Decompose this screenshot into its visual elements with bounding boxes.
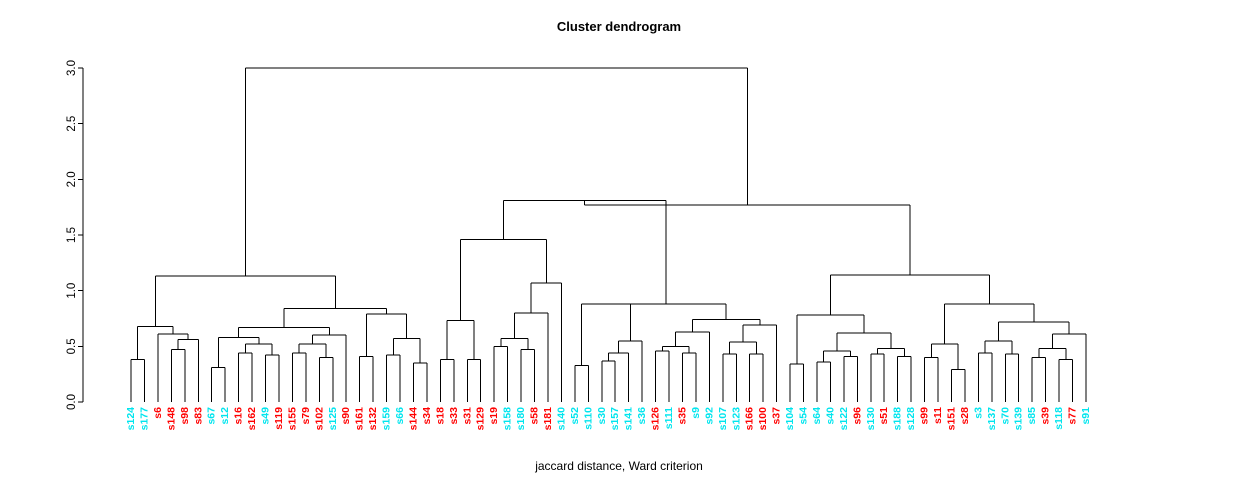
leaf-label: s12: [219, 407, 231, 425]
leaf-label: s162: [246, 407, 258, 431]
leaf-label: s83: [192, 407, 204, 425]
leaf-label: s36: [636, 407, 648, 425]
leaf-label: s34: [421, 407, 433, 425]
page-title: Cluster dendrogram: [556, 19, 682, 34]
leaf-label: s125: [327, 407, 339, 431]
leaf-label: s85: [1026, 407, 1038, 425]
leaf-label: s148: [165, 407, 177, 431]
leaf-label: s130: [865, 407, 877, 431]
leaf-label: s100: [757, 407, 769, 431]
leaf-label: s111: [663, 407, 675, 429]
leaf-label: s51: [878, 407, 890, 425]
leaf-label: s123: [730, 407, 742, 431]
leaf-label: s28: [959, 407, 971, 425]
leaf-label: s140: [555, 407, 567, 431]
y-axis-tick-label: 3.0: [66, 60, 78, 76]
leaf-label: s124: [125, 407, 137, 431]
leaf-label: s79: [300, 407, 312, 425]
y-axis-tick-label: 2.0: [66, 171, 78, 187]
leaf-label: s6: [152, 407, 164, 419]
x-axis-label: jaccard distance, Ward criterion: [535, 459, 703, 473]
leaf-label: s70: [999, 407, 1011, 425]
leaf-label: s16: [233, 407, 245, 425]
leaf-label: s144: [407, 407, 419, 431]
dendrogram-branches: [130, 67, 1087, 402]
leaf-label: s92: [703, 407, 715, 425]
leaf-label: s91: [1080, 407, 1092, 425]
y-axis: 0.0 0.5 1.0 1.5 2.0 2.5 3.0: [66, 60, 84, 410]
leaf-label: s67: [206, 407, 218, 425]
y-axis-tick-label: 1.0: [66, 283, 78, 299]
leaf-label: s104: [784, 407, 796, 431]
leaf-label: s33: [448, 407, 460, 425]
leaf-label: s110: [582, 407, 594, 430]
y-axis-tick-label: 0.0: [66, 394, 78, 410]
y-axis-tick-label: 2.5: [66, 116, 78, 132]
leaf-label: s102: [313, 407, 325, 431]
leaf-label: s64: [811, 407, 823, 425]
leaf-label: s52: [569, 407, 581, 425]
leaf-label: s98: [179, 407, 191, 425]
leaf-label: s157: [609, 407, 621, 431]
leaf-label: s188: [892, 407, 904, 431]
leaf-label: s139: [1013, 407, 1025, 431]
leaf-label: s37: [771, 407, 783, 425]
leaf-label: s137: [986, 407, 998, 431]
leaf-label: s158: [502, 407, 514, 431]
leaf-label: s119: [273, 407, 285, 430]
leaf-label: s58: [529, 407, 541, 425]
leaf-label: s77: [1067, 407, 1079, 425]
leaf-label: s128: [905, 407, 917, 431]
leaf-label: s35: [676, 407, 688, 425]
leaf-label: s96: [851, 407, 863, 425]
leaf-label: s129: [475, 407, 487, 431]
leaf-label: s126: [650, 407, 662, 431]
leaf-label: s30: [596, 407, 608, 425]
leaf-label: s39: [1040, 407, 1052, 425]
leaf-label: s40: [824, 407, 836, 425]
leaf-label: s31: [461, 407, 473, 425]
leaf-label: s11: [932, 407, 944, 424]
leaf-label: s141: [623, 407, 635, 431]
leaf-label: s18: [434, 407, 446, 425]
leaf-label: s99: [919, 407, 931, 425]
leaf-label: s161: [354, 407, 366, 431]
leaf-label: s49: [260, 407, 272, 425]
leaf-label: s155: [286, 407, 298, 431]
leaf-label: s107: [717, 407, 729, 431]
leaf-label: s66: [394, 407, 406, 425]
leaf-label: s19: [488, 407, 500, 425]
leaf-label: s166: [744, 407, 756, 431]
y-axis-tick-label: 0.5: [66, 338, 78, 354]
leaf-label: s181: [542, 407, 554, 431]
leaf-label: s122: [838, 407, 850, 431]
y-axis-tick-label: 1.5: [66, 227, 78, 243]
leaf-label: s180: [515, 407, 527, 431]
leaf-label: s3: [972, 407, 984, 419]
leaf-label: s118: [1053, 407, 1065, 430]
leaf-label: s159: [381, 407, 393, 431]
leaf-label: s151: [945, 407, 957, 431]
leaf-label: s90: [340, 407, 352, 425]
leaf-label: s177: [138, 407, 150, 431]
leaf-label: s54: [798, 407, 810, 425]
leaf-label: s9: [690, 407, 702, 419]
leaf-label: s132: [367, 407, 379, 431]
